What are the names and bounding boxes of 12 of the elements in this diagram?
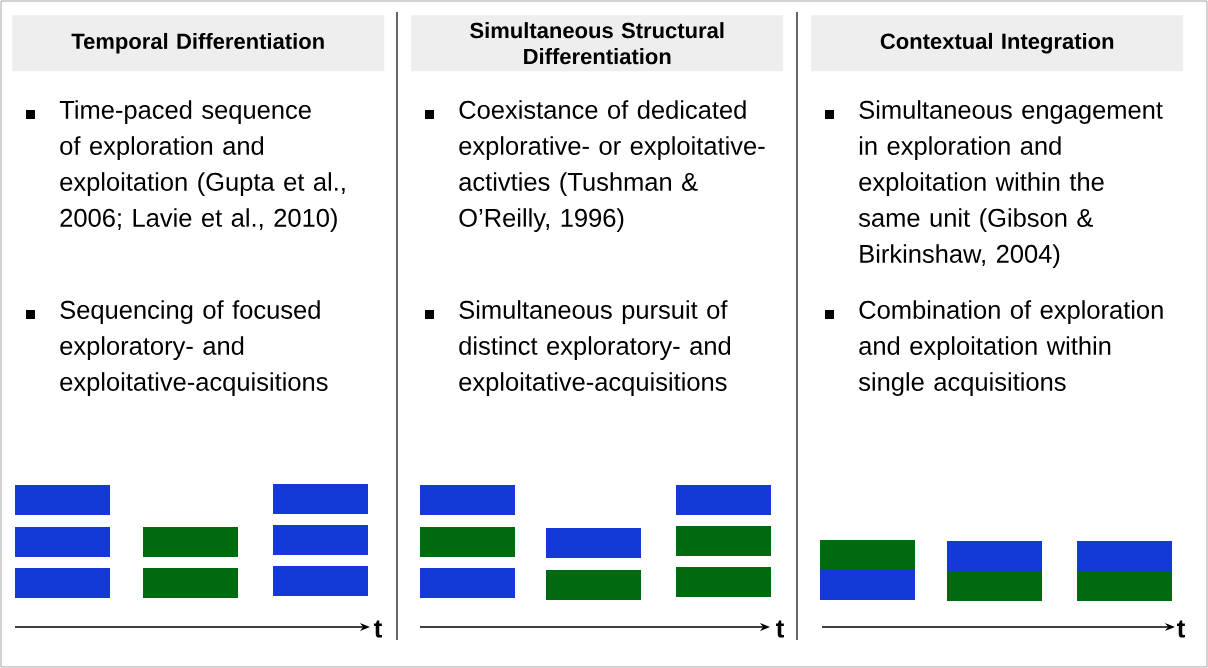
bullet-item: Simultaneous pursuit of distinct exploratory- and exploitative-acquisitions	[425, 300, 731, 396]
heading-band: Contextual Integration	[811, 15, 1184, 72]
bullet-item: Simultaneous engagement in exploration and exploitation within the same unit (Gibson & Birkinshaw, 2004)	[825, 100, 1163, 268]
axis-label: t	[374, 620, 382, 638]
bullet-item: Sequencing of focused exploratory- and exploitative-acquisitions	[26, 300, 328, 396]
axis-label: t	[776, 620, 784, 638]
bullet-item: Combination of exploration and exploitation within single acquisitions	[825, 300, 1163, 396]
axis-label: t	[1177, 620, 1185, 638]
heading-band: Temporal Differentiation	[12, 15, 385, 72]
bullet-item: Coexistance of dedicated explorative- or exploitative-activties (Tushman & O’Reilly, 1996)	[425, 100, 765, 232]
heading-band: Simultaneous Structural Differentiation	[411, 15, 784, 72]
bullet-item: Time-paced sequence of exploration and exploitation (Gupta et al., 2006; Lavie et al., 2010)	[26, 100, 345, 232]
